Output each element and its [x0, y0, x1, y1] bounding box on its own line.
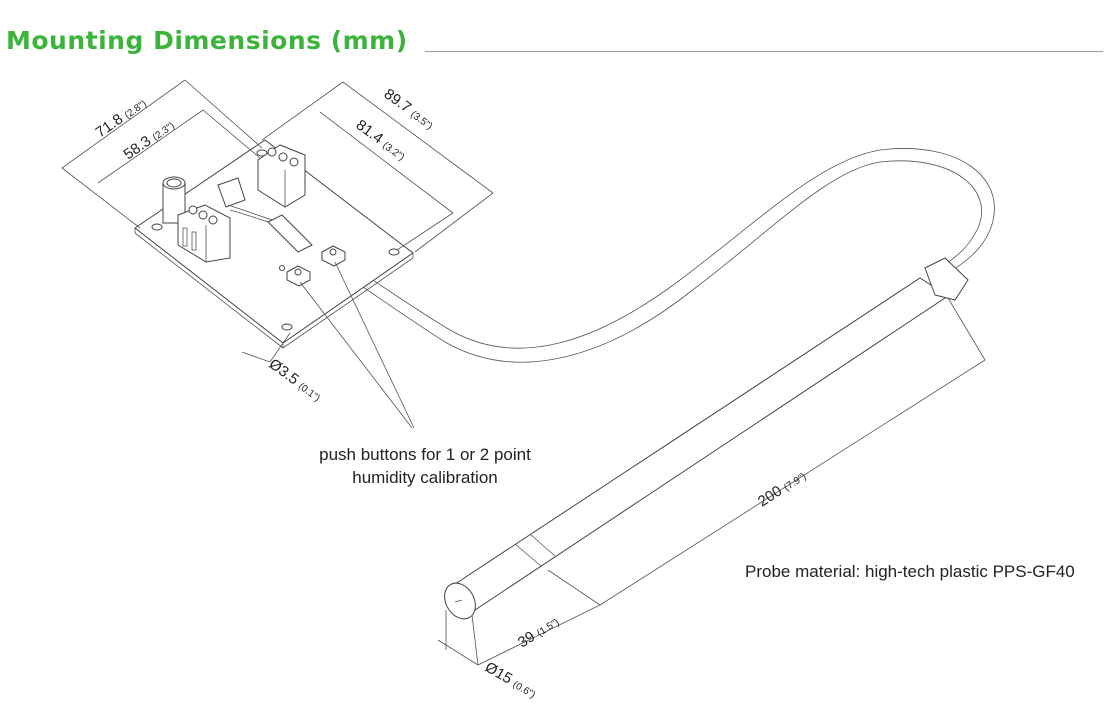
dim-89-7: 89.7 (3.5") — [381, 85, 438, 133]
push-button — [321, 245, 346, 267]
dim-58-3: 58.3 (2.3") — [121, 116, 178, 163]
cable-fitting — [267, 214, 313, 253]
pcb-board — [134, 139, 414, 349]
leader-line — [299, 281, 413, 429]
ribbon-connector — [217, 177, 246, 208]
dim-probe-length: 200 (7.9") — [755, 467, 809, 510]
title-underline — [425, 51, 1103, 52]
push-button — [286, 265, 311, 287]
annotation-line: push buttons for 1 or 2 point — [319, 445, 531, 464]
dim-tip-length: 39 (1.5") — [515, 613, 562, 652]
page-title: Mounting Dimensions (mm) — [6, 26, 408, 55]
probe — [444, 257, 969, 620]
dim-hole-diameter: Ø3.5 (0.1") — [266, 355, 325, 405]
push-buttons-annotation: push buttons for 1 or 2 point humidity c… — [290, 443, 560, 489]
cable-gland — [924, 257, 969, 301]
leader-line — [334, 261, 415, 429]
cable — [299, 148, 995, 363]
probe-material-note: Probe material: high-tech plastic PPS-GF… — [745, 562, 1075, 581]
mounting-hole — [256, 149, 268, 157]
dimension-lines — [61, 79, 494, 363]
dim-probe-diameter: Ø15 (0.6") — [482, 659, 540, 702]
annotation-line: humidity calibration — [352, 468, 498, 487]
dim-81-4: 81.4 (3.2") — [353, 116, 410, 164]
mounting-hole — [151, 223, 163, 231]
probe-dimension-lines — [437, 297, 986, 666]
terminal-block — [257, 144, 306, 208]
mounting-hole — [388, 248, 400, 256]
mounting-hole — [281, 323, 293, 331]
terminal-block — [177, 204, 231, 263]
probe-tip — [444, 582, 476, 620]
